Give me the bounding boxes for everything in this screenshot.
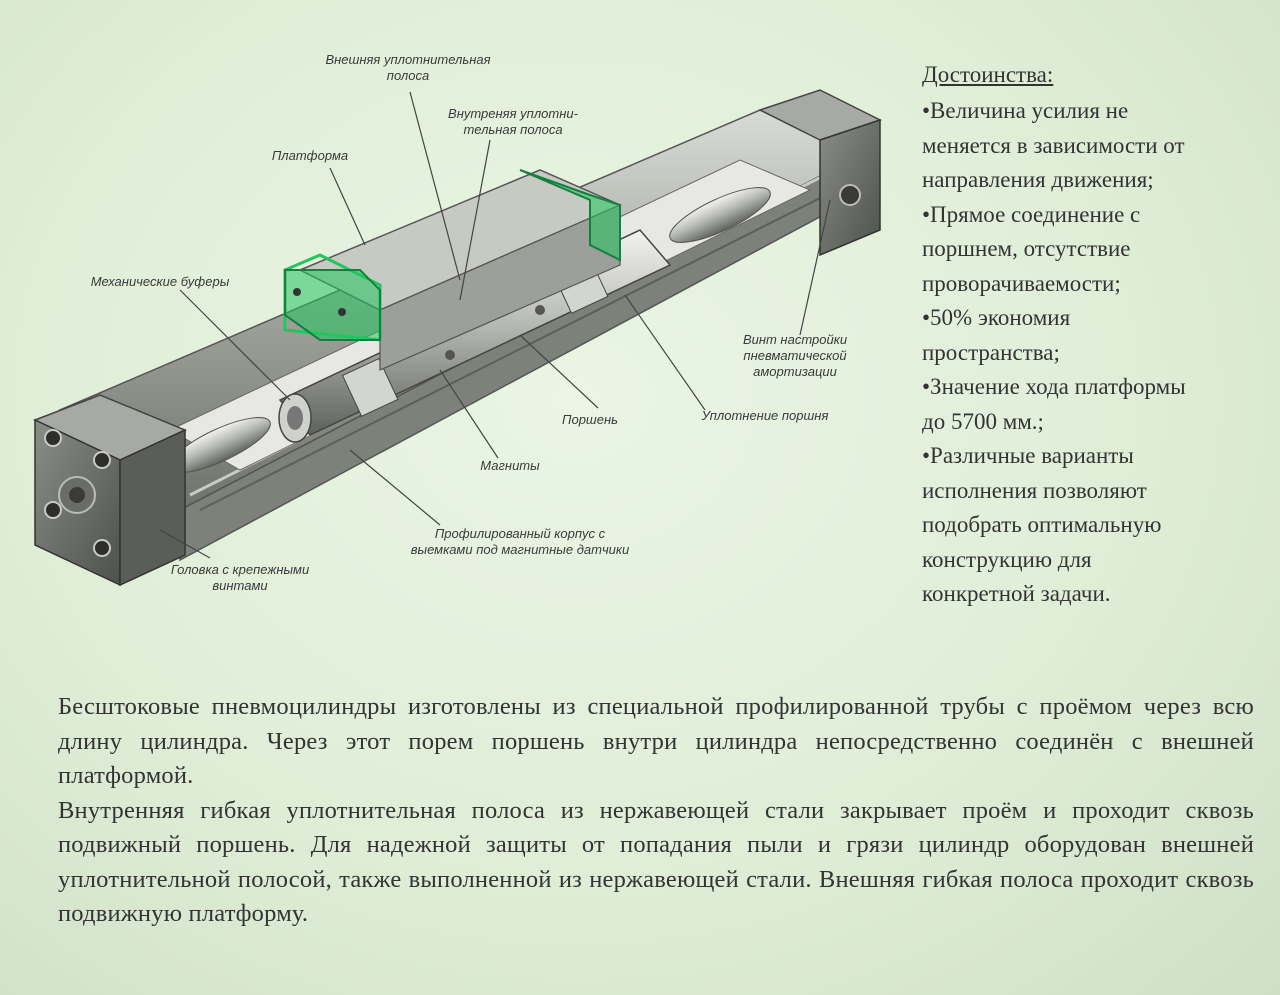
advantages-title: Достоинства:: [922, 62, 1054, 87]
description-paragraph-2: Внутренняя гибкая уплотнительная полоса …: [58, 796, 1254, 928]
advantage-item: •Значение хода платформы до 5700 мм.;: [922, 374, 1186, 434]
screw-icon: [93, 539, 111, 557]
end-head-left: [33, 394, 187, 587]
cylinder-diagram: Внешняя уплотнительная полоса Внутреняя …: [20, 40, 900, 640]
rodless-cylinder-illustration: [33, 89, 882, 587]
platform: [283, 169, 622, 371]
label-piston: Поршень: [562, 412, 618, 427]
advantage-item: •Прямое соединение с поршнем, отсутствие…: [922, 201, 1141, 296]
label-piston-seal: Уплотнение поршня: [701, 408, 829, 423]
description-text: Бесштоковые пневмоцилиндры изготовлены и…: [58, 690, 1254, 932]
label-head: Головка с крепежными винтами: [170, 562, 310, 593]
label-adjust-screw: Винт настройки пневматической амортизаци…: [742, 332, 848, 379]
label-buffers: Механические буферы: [90, 274, 230, 289]
advantage-item: •50% экономия пространства;: [922, 305, 1071, 365]
label-outer-seal: Внешняя уплотнительная полоса: [325, 52, 491, 83]
label-inner-seal: Внутреняя уплотни- тельная полоса: [448, 106, 578, 137]
screw-icon: [93, 451, 111, 469]
advantage-item: •Величина усилия не меняется в зависимос…: [922, 98, 1185, 192]
magnet-icon: [445, 350, 455, 360]
screw-icon: [44, 501, 62, 519]
label-profile-body: Профилированный корпус с выемками под ма…: [410, 526, 630, 557]
advantage-item: •Различные варианты исполнения позволяют…: [922, 443, 1162, 606]
description-paragraph-1: Бесштоковые пневмоцилиндры изготовлены и…: [58, 693, 1254, 789]
leader-lines: [159, 91, 831, 559]
end-head-right: [758, 89, 882, 257]
label-magnets: Магниты: [480, 458, 540, 473]
label-platform: Платформа: [271, 148, 349, 163]
advantages-list: Достоинства: •Величина усилия не меняетс…: [918, 62, 1268, 612]
screw-icon: [44, 429, 62, 447]
